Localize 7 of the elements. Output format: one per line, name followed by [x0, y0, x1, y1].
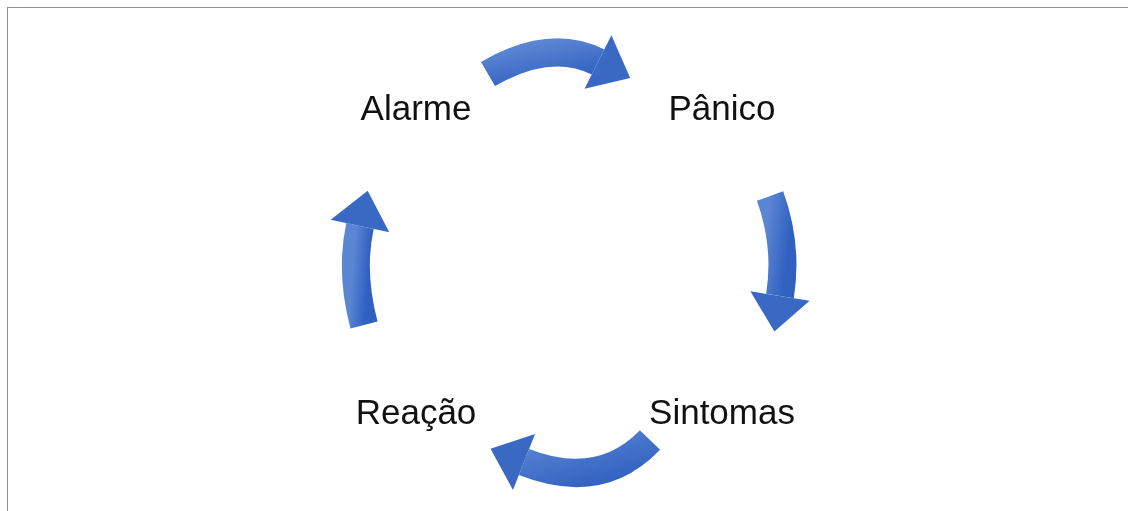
stage-label: Pânico — [668, 88, 776, 128]
stage-label: Sintomas — [649, 392, 795, 432]
curved-arrow — [750, 191, 810, 332]
stage-label: Alarme — [360, 88, 472, 128]
curved-arrow — [481, 34, 631, 90]
curved-arrow — [330, 190, 390, 329]
stage-label: Reação — [355, 392, 477, 432]
